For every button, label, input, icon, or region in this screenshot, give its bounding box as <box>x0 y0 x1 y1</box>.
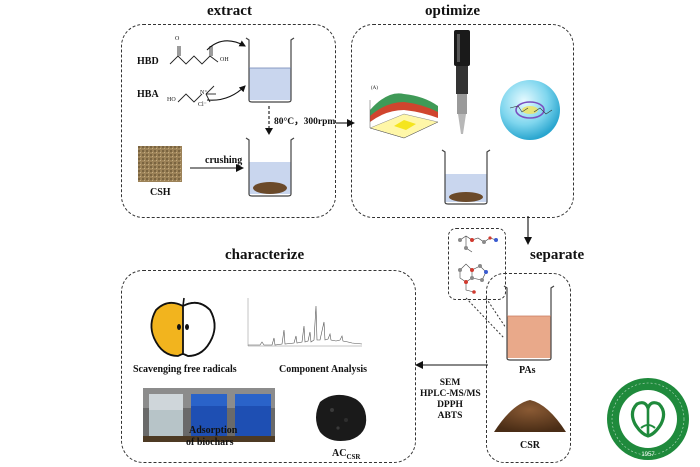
arrow-optimize-to-separate <box>524 216 532 245</box>
beaker-mixture <box>245 137 295 197</box>
optimize-box <box>351 24 574 218</box>
methods-list: SEM HPLC-MS/MS DPPH ABTS <box>420 378 481 422</box>
hba-n-label: N⁺ <box>200 90 208 96</box>
title-separate: separate <box>530 247 585 263</box>
hbd-oh-label: OH <box>220 57 229 63</box>
method-dpph: DPPH <box>437 400 463 410</box>
ac-csr-photo <box>316 394 367 441</box>
plot-panel-label: (A) <box>371 86 378 91</box>
method-sem: SEM <box>439 378 461 388</box>
csh-photo <box>138 146 182 182</box>
arrow-hbd-to-beaker <box>206 40 246 51</box>
arrow-hba-to-beaker <box>206 85 246 101</box>
method-hplc: HPLC-MS/MS <box>420 389 481 399</box>
component-analysis-label: Component Analysis <box>279 364 368 375</box>
ac-csr-subscript: CSR <box>346 453 361 461</box>
molecular-sphere <box>500 80 560 140</box>
condition-label: 80°C，300rpm <box>274 117 336 127</box>
characterize-box <box>121 270 416 463</box>
response-surface-plot <box>369 93 439 139</box>
separate-box <box>486 273 571 463</box>
hba-ho-label: HO <box>167 97 176 103</box>
logo-year: 1957 <box>641 452 655 458</box>
title-characterize: characterize <box>225 247 305 263</box>
arrow-separate-to-characterize <box>415 361 488 369</box>
title-extract: extract <box>207 3 252 19</box>
ac-csr-main: AC <box>332 448 347 459</box>
institute-logo: 1957 <box>607 378 689 460</box>
hbd-molecule <box>169 46 219 65</box>
ultrasonic-probe <box>454 30 470 134</box>
csr-label: CSR <box>520 440 541 451</box>
molecule-structures <box>458 235 498 294</box>
adsorption-label-1: Adsorption <box>189 425 238 436</box>
apple-illustration <box>150 297 216 357</box>
arrow-extract-to-optimize <box>336 119 355 127</box>
method-abts: ABTS <box>437 411 463 421</box>
beaker-ultrasound <box>441 149 491 205</box>
adsorption-label-2: of biochars <box>186 437 234 448</box>
beaker-des <box>245 37 295 103</box>
pas-label: PAs <box>519 365 536 376</box>
title-optimize: optimize <box>425 3 480 19</box>
extract-box <box>121 24 336 218</box>
hbd-label: HBD <box>137 56 159 67</box>
csr-pile <box>494 400 566 432</box>
hba-label: HBA <box>137 89 159 100</box>
arrow-des-to-mix <box>265 106 273 135</box>
crushing-label: crushing <box>205 155 243 166</box>
molecule-callout <box>448 228 506 300</box>
chromatogram <box>247 298 363 347</box>
adsorption-photo <box>143 388 275 442</box>
callout-connector <box>465 297 507 339</box>
arrow-crushing <box>190 164 244 172</box>
hbd-o-label: O <box>175 36 180 42</box>
hba-cl-label: Cl⁻ <box>198 102 207 108</box>
ac-csr-label: ACCSR <box>332 448 360 461</box>
csh-label: CSH <box>150 187 171 198</box>
scavenging-label: Scavenging free radicals <box>133 364 237 375</box>
beaker-pas <box>503 285 555 361</box>
hba-molecule <box>177 85 216 103</box>
